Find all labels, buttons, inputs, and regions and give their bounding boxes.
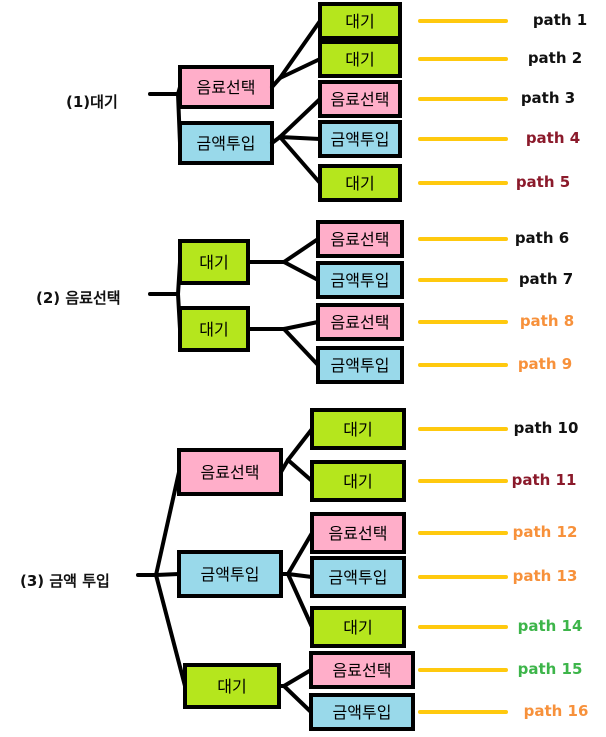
- group-3-node-2-child-1: [310, 512, 406, 554]
- path-label-10: path 10: [514, 419, 579, 437]
- path-label-16: path 16: [524, 702, 589, 720]
- path-label-3: path 3: [521, 89, 575, 107]
- group-3-node-3: [183, 663, 281, 709]
- group-3-node-2: [177, 550, 283, 598]
- group-1-node-2-child-1: [318, 80, 402, 118]
- group-2-node-2: [178, 306, 250, 352]
- group-1-node-2: [178, 121, 274, 165]
- group-2-node-2-branch-1: [282, 320, 320, 331]
- group-3-node-3-child-2: [309, 693, 415, 731]
- path-label-7: path 7: [519, 270, 573, 288]
- group-3-node-3-child-2-label: 금액투입: [333, 703, 392, 722]
- path-label-8: path 8: [520, 312, 574, 330]
- group-2-node-1-child-1: [316, 220, 404, 258]
- group-2-node-1-branch-2: [282, 260, 320, 282]
- group-1-node-2-child-1-label: 음료선택: [331, 90, 390, 109]
- group-3-node-1-branch-1: [286, 427, 314, 462]
- path-label-2: path 2: [528, 49, 582, 67]
- group-3-root-branch-2: [154, 572, 181, 577]
- group-1-node-2-branch-1: [278, 97, 322, 139]
- path-label-6: path 6: [515, 229, 569, 247]
- path-label-11: path 11: [512, 471, 577, 489]
- group-3-node-2-child-3: [310, 606, 406, 648]
- group-1-node-2-child-3: [318, 164, 402, 202]
- group-1-node-2-branch-3: [278, 135, 322, 185]
- group-3-node-2-branch-1: [286, 531, 314, 576]
- group-1-node-1-child-2: [318, 40, 402, 78]
- group-2-node-2-branch-2: [282, 327, 320, 367]
- path-label-12: path 12: [513, 523, 578, 541]
- group-3-node-1-child-1: [310, 408, 406, 450]
- path-label-14: path 14: [518, 617, 583, 635]
- path-label-15: path 15: [518, 660, 583, 678]
- group-3-node-2-child-1-label: 음료선택: [329, 524, 388, 543]
- group-2-node-2-child-1: [316, 303, 404, 341]
- path-label-5: path 5: [516, 173, 570, 191]
- group-3-node-3-branch-2: [282, 684, 313, 714]
- group-3-node-2-child-2-label: 금액투입: [329, 568, 388, 587]
- group-3-node-3-child-1: [309, 651, 415, 689]
- group-3-root-label: (3) 금액 투입: [20, 572, 110, 590]
- group-1-node-1-branch-1: [278, 19, 322, 80]
- path-label-13: path 13: [513, 567, 578, 585]
- group-1-node-2-child-2-label: 금액투입: [331, 130, 390, 149]
- group-2-node-2-label: 대기: [199, 320, 228, 339]
- group-1-node-1-child-1-label: 대기: [345, 12, 374, 31]
- group-1-node-2-branch-2: [278, 135, 322, 141]
- group-2-node-1-child-2-label: 금액투입: [331, 271, 390, 290]
- group-3-node-2-child-3-label: 대기: [343, 618, 372, 637]
- group-3-node-1-child-2: [310, 460, 406, 502]
- path-label-1: path 1: [533, 11, 587, 29]
- group-1-node-2-label: 금액투입: [197, 134, 256, 153]
- group-2-node-2-child-1-label: 음료선택: [331, 313, 390, 332]
- group-3-node-3-child-1-label: 음료선택: [333, 661, 392, 680]
- group-3-node-2-child-2: [310, 556, 406, 598]
- group-3-node-2-branch-3: [286, 572, 314, 629]
- group-1-node-1-label: 음료선택: [197, 78, 256, 97]
- group-3-node-3-label: 대기: [217, 677, 246, 696]
- group-3-root-branch-1: [154, 470, 181, 577]
- group-3-node-2-label: 금액투입: [201, 565, 260, 584]
- group-2-node-2-child-2-label: 금액투입: [331, 356, 390, 375]
- group-3-node-1-stem: [279, 458, 290, 474]
- group-1-node-2-child-3-label: 대기: [345, 174, 374, 193]
- group-3-root-branch-3: [154, 573, 187, 688]
- group-2-node-1-child-2: [316, 261, 404, 299]
- path-label-9: path 9: [518, 355, 572, 373]
- group-3-node-3-branch-1: [282, 668, 313, 688]
- group-3-node-1-label: 음료선택: [201, 463, 260, 482]
- group-2-node-1-label: 대기: [199, 253, 228, 272]
- group-3-node-2-branch-2: [286, 572, 314, 579]
- group-2-node-1-branch-1: [282, 237, 320, 264]
- group-1-node-1-child-2-label: 대기: [345, 50, 374, 69]
- group-3-node-1-child-2-label: 대기: [343, 472, 372, 491]
- group-2-node-1-child-1-label: 음료선택: [331, 230, 390, 249]
- group-1-node-1-branch-2: [278, 57, 322, 80]
- group-1-node-2-child-2: [318, 120, 402, 158]
- group-1-node-1-child-1: [318, 2, 402, 40]
- path-label-4: path 4: [526, 129, 580, 147]
- group-2-root-label: (2) 음료선택: [36, 289, 121, 307]
- group-1-root-label: (1)대기: [66, 93, 118, 111]
- group-3-node-1-branch-2: [286, 458, 314, 483]
- group-2-node-2-child-2: [316, 346, 404, 384]
- group-3-node-1: [177, 448, 283, 496]
- group-3-node-1-child-1-label: 대기: [343, 420, 372, 439]
- group-1-node-1-stem: [270, 76, 282, 89]
